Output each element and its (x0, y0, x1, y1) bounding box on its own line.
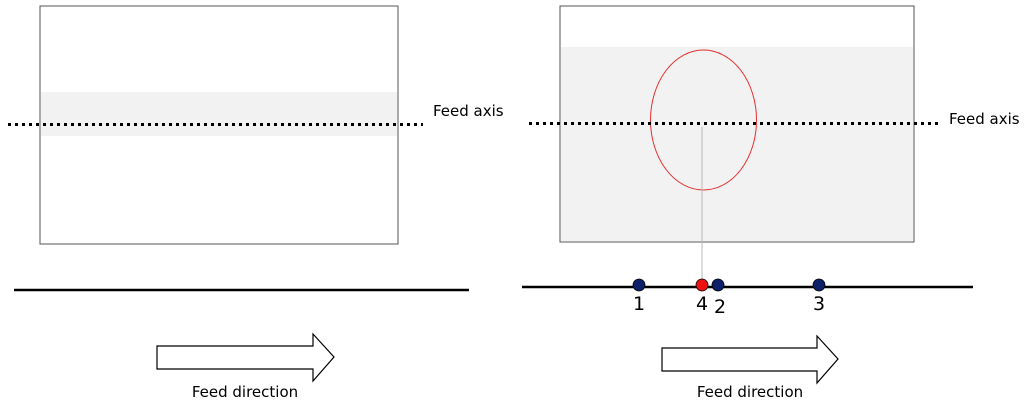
right-feed-direction-arrow (661, 334, 839, 385)
right-marker-4: 4 (695, 278, 709, 315)
right-feed-axis-label: Feed axis (949, 110, 1020, 128)
right-marker-1: 1 (632, 278, 646, 315)
marker-label: 2 (714, 296, 726, 318)
right-panel: Feed axis 1 4 2 3 Feed direction (522, 5, 1020, 401)
left-feed-band (41, 92, 397, 136)
left-feed-axis-label: Feed axis (433, 102, 504, 120)
left-feed-direction-label: Feed direction (192, 383, 298, 401)
right-tool-ellipse (650, 49, 757, 191)
marker-label: 4 (696, 293, 708, 315)
marker-label: 3 (813, 293, 825, 315)
marker-dot (632, 278, 646, 292)
marker-label: 1 (633, 293, 645, 315)
right-marker-2: 2 (711, 278, 726, 318)
right-feed-direction-label: Feed direction (697, 383, 803, 401)
left-feed-direction-arrow (156, 332, 335, 383)
right-feed-band (561, 47, 913, 241)
right-marker-3: 3 (812, 278, 826, 315)
marker-dot (695, 278, 709, 292)
left-panel: Feed axis Feed direction (8, 5, 504, 401)
marker-dot (711, 278, 725, 292)
marker-dot (812, 278, 826, 292)
